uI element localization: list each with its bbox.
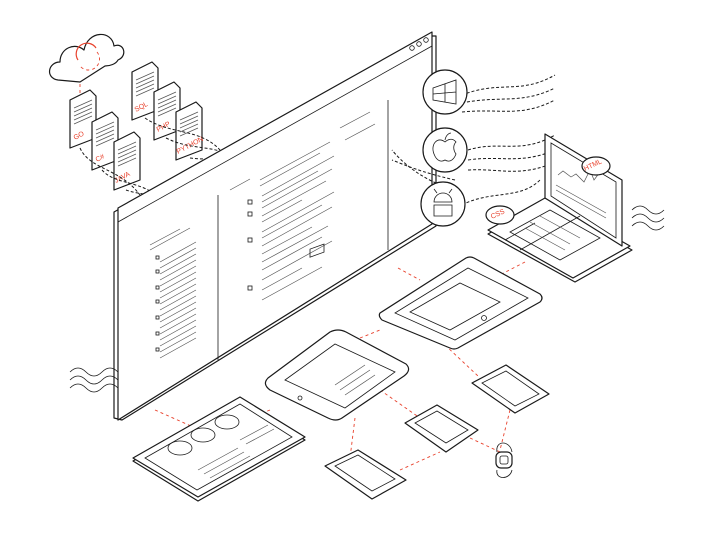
file-sql: SQL (131, 61, 159, 121)
apple-icon (422, 127, 468, 173)
code-lines (149, 111, 376, 359)
window-button (416, 41, 422, 47)
file-java: JAVA (113, 131, 141, 191)
laptop: CSS HTML (485, 133, 633, 283)
label-go: GO (73, 130, 86, 142)
html-badge: HTML (581, 156, 611, 176)
monitor-window (113, 31, 437, 421)
window-button (409, 45, 415, 51)
wave-lines (69, 205, 665, 393)
tablet-right (378, 256, 543, 350)
language-files: GO C# JAVA SQL PHP PYTHON (69, 61, 241, 201)
tree-checkboxes (155, 199, 253, 352)
platform-badges (391, 69, 556, 227)
smartwatch (495, 442, 513, 478)
phone-bottom (324, 449, 407, 500)
phone-right (471, 364, 550, 414)
label-csharp: C# (95, 153, 106, 163)
tablet-landscape-left (132, 396, 306, 502)
windows-icon (422, 69, 468, 115)
tablet-middle (264, 243, 410, 421)
phone-middle (404, 404, 479, 453)
css-badge: CSS (485, 205, 515, 225)
file-csharp: C# (91, 111, 119, 171)
cloud-sync-icon (49, 33, 125, 98)
file-go: GO (69, 89, 97, 149)
android-icon (420, 181, 466, 227)
window-button (423, 37, 429, 43)
